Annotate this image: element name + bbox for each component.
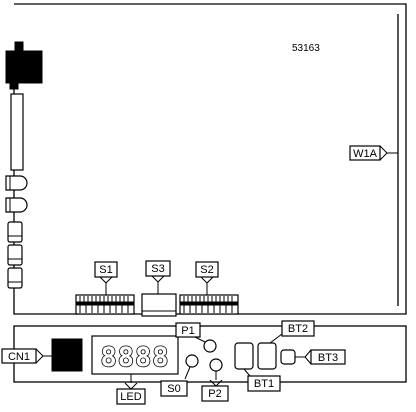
led-label: LED <box>120 391 141 403</box>
s1-callout: S1 <box>94 261 118 295</box>
p1-label: P1 <box>181 325 194 337</box>
bt1-label: BT1 <box>254 378 274 390</box>
bt2-button <box>257 342 277 370</box>
bt2-callout: BT2 <box>269 320 315 344</box>
p2-indicator <box>209 358 223 372</box>
led-display-digits: 8888 <box>100 342 169 373</box>
s2-label: S2 <box>200 264 213 276</box>
s3-callout: S3 <box>145 260 171 294</box>
bt1-button <box>234 342 254 370</box>
p1-callout: P1 <box>175 322 206 343</box>
part-number: 53163 <box>292 43 320 54</box>
bt2-label: BT2 <box>288 323 308 335</box>
dip-switch-s1 <box>75 294 135 315</box>
left-led-upper <box>5 175 28 191</box>
mounting-bracket <box>5 41 43 90</box>
cn1-connector <box>51 338 83 372</box>
bt3-callout: BT3 <box>295 349 346 365</box>
left-slot <box>10 93 24 171</box>
cn1-label: CN1 <box>8 351 30 363</box>
bt3-label: BT3 <box>318 352 338 364</box>
led-display <box>91 335 179 375</box>
left-jack-2 <box>7 244 23 266</box>
w1a-callout: W1A <box>349 145 398 161</box>
left-jack-3 <box>7 267 23 289</box>
s2-callout: S2 <box>195 261 219 295</box>
s1-label: S1 <box>99 264 112 276</box>
s0-callout: S0 <box>160 366 191 397</box>
s0-indicator <box>185 354 199 368</box>
led-callout: LED <box>116 374 146 405</box>
left-led-lower <box>5 197 28 213</box>
s0-label: S0 <box>167 383 180 395</box>
switch-s3 <box>141 293 177 317</box>
p2-callout: P2 <box>201 371 229 402</box>
p2-label: P2 <box>208 388 221 400</box>
s3-label: S3 <box>151 263 164 275</box>
p1-indicator <box>203 339 217 353</box>
bt3-button <box>280 349 296 365</box>
left-jack-1 <box>7 221 23 243</box>
dip-switch-s2 <box>179 294 239 315</box>
bt1-callout: BT1 <box>243 368 281 392</box>
cn1-callout: CN1 <box>1 348 52 364</box>
w1a-label: W1A <box>353 148 378 160</box>
